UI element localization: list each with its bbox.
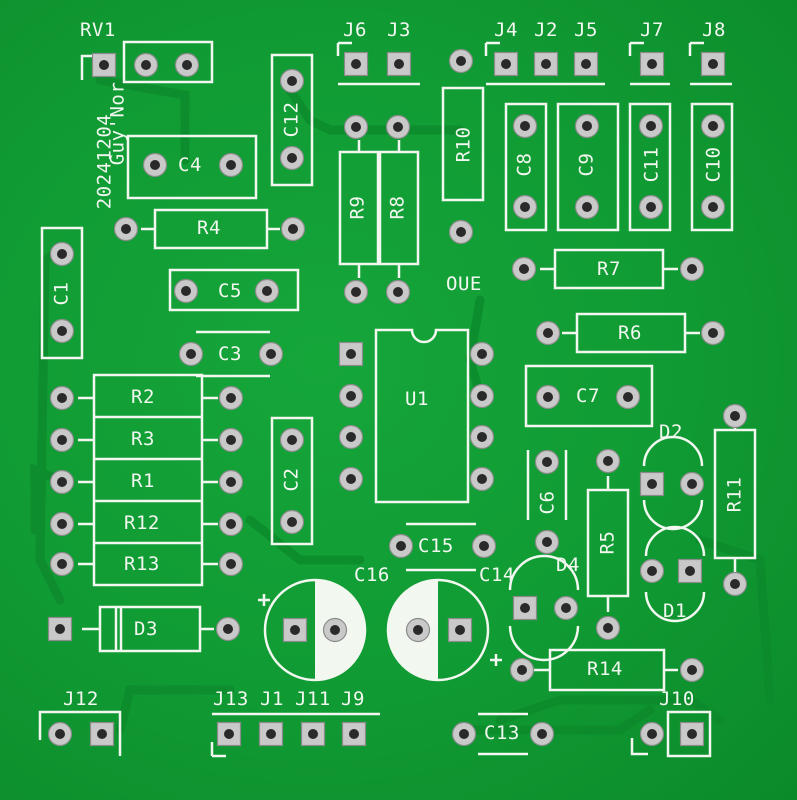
label-j10: J10 <box>659 688 695 710</box>
label-j9: J9 <box>341 688 365 710</box>
label-c16: C16 <box>354 564 390 586</box>
cap-c16 <box>258 578 367 682</box>
label-c4: C4 <box>178 154 202 176</box>
label-j5: J5 <box>574 19 598 41</box>
label-r11: R11 <box>723 476 746 513</box>
label-d4: D4 <box>556 554 580 576</box>
label-r7: R7 <box>597 258 621 280</box>
label-r13: R13 <box>124 553 160 575</box>
label-c1: C1 <box>50 281 73 306</box>
label-c5: C5 <box>218 280 242 302</box>
label-j8: J8 <box>702 19 726 41</box>
label-j6: J6 <box>343 19 367 41</box>
label-c14: C14 <box>479 564 515 586</box>
label-r2: R2 <box>131 386 155 408</box>
label-j2: J2 <box>534 19 558 41</box>
label-j3: J3 <box>387 19 411 41</box>
label-rv1: RV1 <box>80 19 116 41</box>
label-c11: C11 <box>640 146 663 183</box>
label-r1: R1 <box>131 470 155 492</box>
label-c9: C9 <box>575 152 598 177</box>
label-c13: C13 <box>484 722 520 744</box>
label-c2: C2 <box>280 467 303 492</box>
label-c15: C15 <box>418 535 454 557</box>
label-r4: R4 <box>197 217 221 239</box>
label-r5: R5 <box>596 530 619 555</box>
label-c7: C7 <box>576 385 600 407</box>
label-r12: R12 <box>124 512 160 534</box>
label-d2: D2 <box>659 421 683 443</box>
label-date: 20241204 <box>93 113 116 210</box>
label-c12: C12 <box>280 101 303 138</box>
label-j1: J1 <box>260 688 284 710</box>
label-j13: J13 <box>213 688 249 710</box>
label-j4: J4 <box>494 19 518 41</box>
label-r8: R8 <box>386 195 409 220</box>
label-r10: R10 <box>452 126 475 163</box>
label-j12: J12 <box>63 688 99 710</box>
silkscreen-outlines <box>38 40 757 758</box>
label-u1: U1 <box>405 388 429 410</box>
label-c3: C3 <box>218 343 242 365</box>
label-c8: C8 <box>513 152 536 177</box>
label-d3: D3 <box>134 618 158 640</box>
label-r3: R3 <box>131 428 155 450</box>
label-d1: D1 <box>663 600 687 622</box>
cap-c14 <box>386 578 502 682</box>
label-r14: R14 <box>587 658 623 680</box>
label-j11: J11 <box>295 688 331 710</box>
label-j7: J7 <box>640 19 664 41</box>
label-r6: R6 <box>618 322 642 344</box>
label-c10: C10 <box>702 146 725 183</box>
label-c6: C6 <box>536 490 559 515</box>
label-r9: R9 <box>346 195 369 220</box>
label-board-mark: OUE <box>446 273 482 295</box>
